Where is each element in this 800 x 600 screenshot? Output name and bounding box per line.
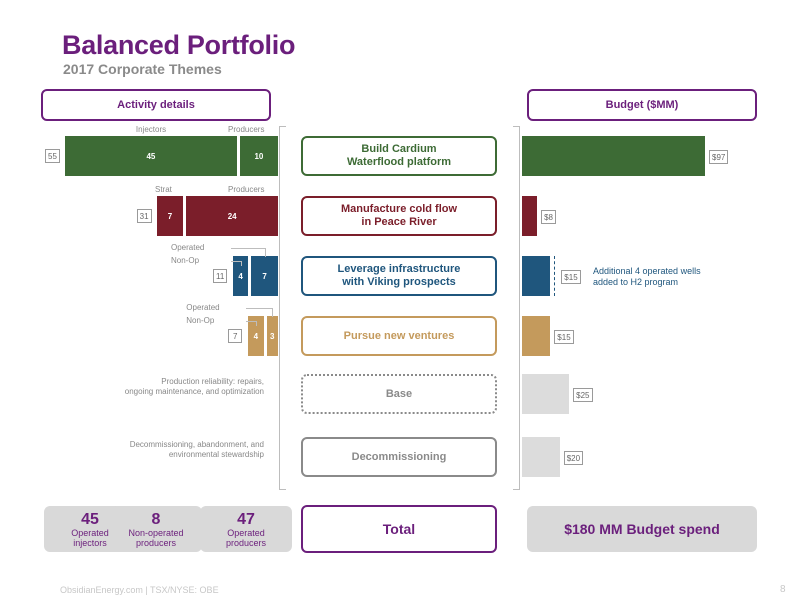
activity-total-label: 7 [228,329,243,343]
label-connector [231,248,266,257]
stat-label: Operated injectors [71,528,109,548]
center-bracket-left [279,126,286,490]
activity-bar-segment: 24 [186,196,278,236]
stat-label: Non-operated producers [128,528,184,548]
budget-bar [522,316,551,356]
theme-box: Base [301,374,497,414]
stat-non-operated-producers: 8 Non-operated producers [110,506,202,552]
activity-bar-segment: 45 [65,136,237,176]
label-connector [231,261,242,266]
activity-bar-segment: 4 [233,256,249,296]
activity-bar-segment: 4 [248,316,264,356]
budget-header: Budget ($MM) [527,89,757,121]
theme-box: Leverage infrastructure with Viking pros… [301,256,497,296]
theme-box: Build Cardium Waterflood platform [301,136,497,176]
theme-description: Decommissioning, abandonment, and enviro… [129,440,264,459]
page-title: Balanced Portfolio [62,30,296,60]
theme-box: Pursue new ventures [301,316,497,356]
budget-value-label: $8 [541,210,556,224]
activity-segment-label: Strat [155,185,172,194]
activity-segment-label: Operated [186,303,220,312]
budget-bar [522,256,551,296]
activity-segment-label: Producers [228,125,265,134]
budget-value-label: $25 [573,388,593,402]
budget-value-label: $15 [561,270,581,284]
center-bracket-right [513,126,520,490]
budget-bar [522,437,560,477]
budget-note: Additional 4 operated wells added to H2 … [593,266,701,287]
activity-bar-segment: 3 [266,316,278,356]
budget-value-label: $20 [563,451,584,465]
activity-segment-label: Non-Op [186,316,215,325]
page-subtitle: 2017 Corporate Themes [63,61,222,77]
activity-total-label: 55 [45,149,60,163]
activity-bar-segment: 7 [251,256,278,296]
stat-value: 47 [237,511,255,528]
budget-bar [522,136,705,176]
budget-value-label: $15 [554,330,574,344]
theme-box: Manufacture cold flow in Peace River [301,196,497,236]
activity-segment-label: Non-Op [171,256,200,265]
activity-segment-label: Injectors [135,125,167,134]
activity-details-header: Activity details [41,89,271,121]
activity-total-label: 31 [136,209,152,223]
total-box: Total [301,505,497,553]
activity-bar-segment: 7 [156,196,184,236]
page-number: 8 [780,584,786,595]
label-connector [246,308,274,317]
activity-segment-label: Operated [171,243,205,252]
stat-label: Operated producers [225,528,267,548]
stat-value: 8 [151,511,161,528]
budget-dashed-marker [554,256,556,296]
activity-bar-segment: 10 [239,136,278,176]
footer-text: ObsidianEnergy.com | TSX/NYSE: OBE [60,585,219,595]
total-budget-box: $180 MM Budget spend [527,506,757,552]
activity-segment-label: Producers [228,185,265,194]
stat-value: 45 [81,511,99,528]
budget-value-label: $97 [709,150,729,164]
theme-box: Decommissioning [301,437,497,477]
stat-operated-producers: 47 Operated producers [200,506,292,552]
budget-bar [522,196,538,236]
theme-description: Production reliability: repairs, ongoing… [124,377,264,396]
budget-bar [522,374,570,414]
activity-total-label: 11 [213,269,228,283]
label-connector [246,321,257,326]
